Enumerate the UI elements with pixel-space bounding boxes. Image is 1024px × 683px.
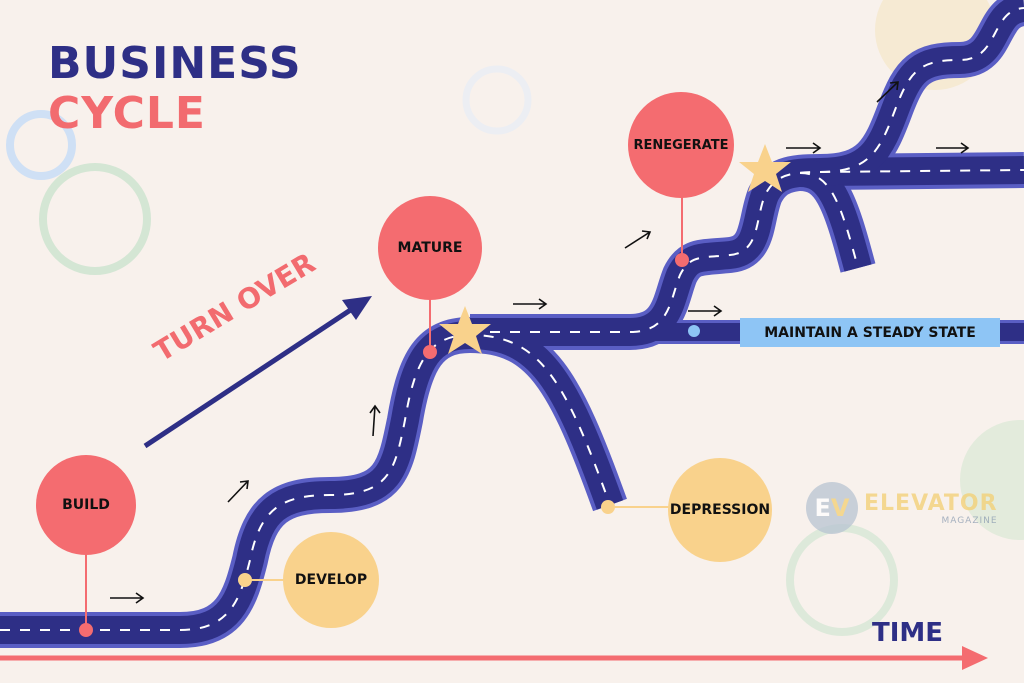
stage-mature: MATURE bbox=[378, 196, 482, 300]
direction-arrows bbox=[110, 81, 970, 604]
logo-initial-e: E bbox=[814, 494, 831, 522]
logo-sub: MAGAZINE bbox=[941, 515, 998, 526]
title-cycle: CYCLE bbox=[48, 88, 206, 139]
stage-steady-state: MAINTAIN A STEADY STATE bbox=[740, 318, 1000, 347]
logo-initial-v: V bbox=[830, 494, 850, 522]
logo-name: ELEVATOR bbox=[864, 490, 998, 516]
stage-renegerate: RENEGERATE bbox=[628, 92, 734, 198]
stage-depression: DEPRESSION bbox=[668, 458, 772, 562]
title-business: BUSINESS bbox=[48, 38, 302, 89]
stage-dots bbox=[79, 253, 700, 637]
logo-text: ELEVATOR MAGAZINE bbox=[864, 491, 998, 526]
star-icon bbox=[439, 144, 791, 354]
stage-develop: DEVELOP bbox=[283, 532, 379, 628]
time-axis-arrow bbox=[0, 646, 988, 670]
turn-over-arrow bbox=[143, 296, 372, 449]
time-axis-label: TIME bbox=[872, 618, 944, 648]
stage-build: BUILD bbox=[36, 455, 136, 555]
connector-lines bbox=[85, 190, 683, 630]
